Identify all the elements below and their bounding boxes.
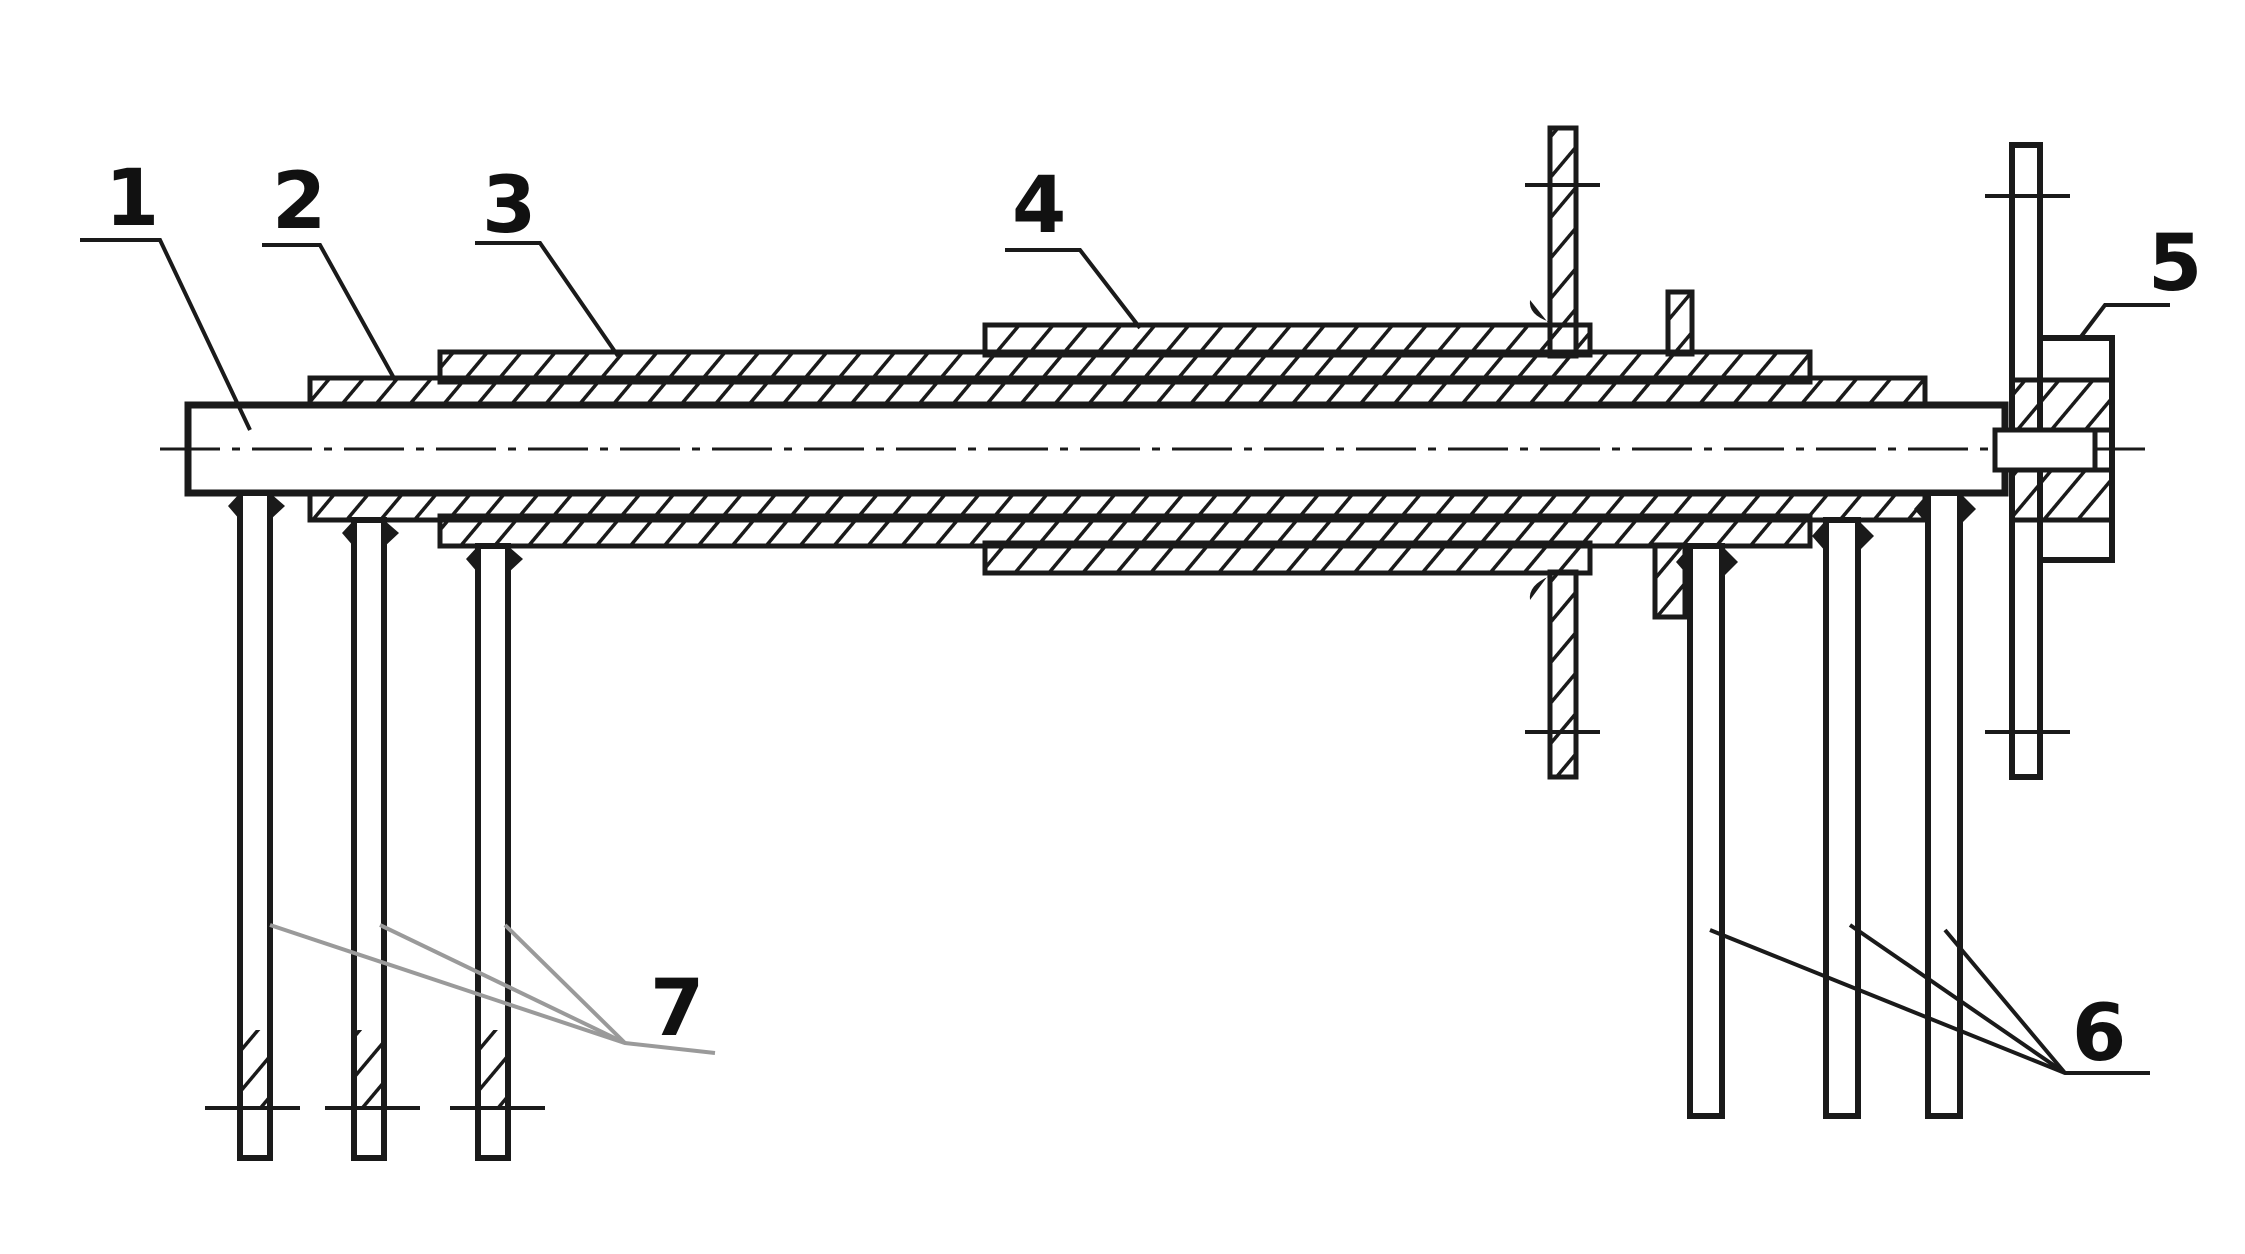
label-part-3: 3 [482,161,536,251]
rod-7-a [205,490,300,1161]
rod-6-b [1812,517,1874,1119]
shaft-1 [160,401,2145,497]
rod-7-c [450,543,545,1161]
label-part-4: 4 [1012,161,1066,251]
rod-6-a [1676,543,1738,1119]
label-part-6: 6 [2072,989,2126,1079]
crank-disc-5 [1985,142,2140,780]
label-part-5: 5 [2148,219,2202,309]
disc-on-sleeve-4 [1525,125,1600,780]
rod-7-b [325,517,420,1161]
rods-6 [1676,490,1976,1119]
label-part-1: 1 [105,154,159,244]
rods-7 [205,490,545,1161]
stub-on-tube-3 [1652,289,1695,620]
leader-lines [80,238,2170,1075]
label-part-2: 2 [272,157,326,247]
rod-6-c [1914,490,1976,1119]
label-part-7: 7 [650,964,704,1054]
